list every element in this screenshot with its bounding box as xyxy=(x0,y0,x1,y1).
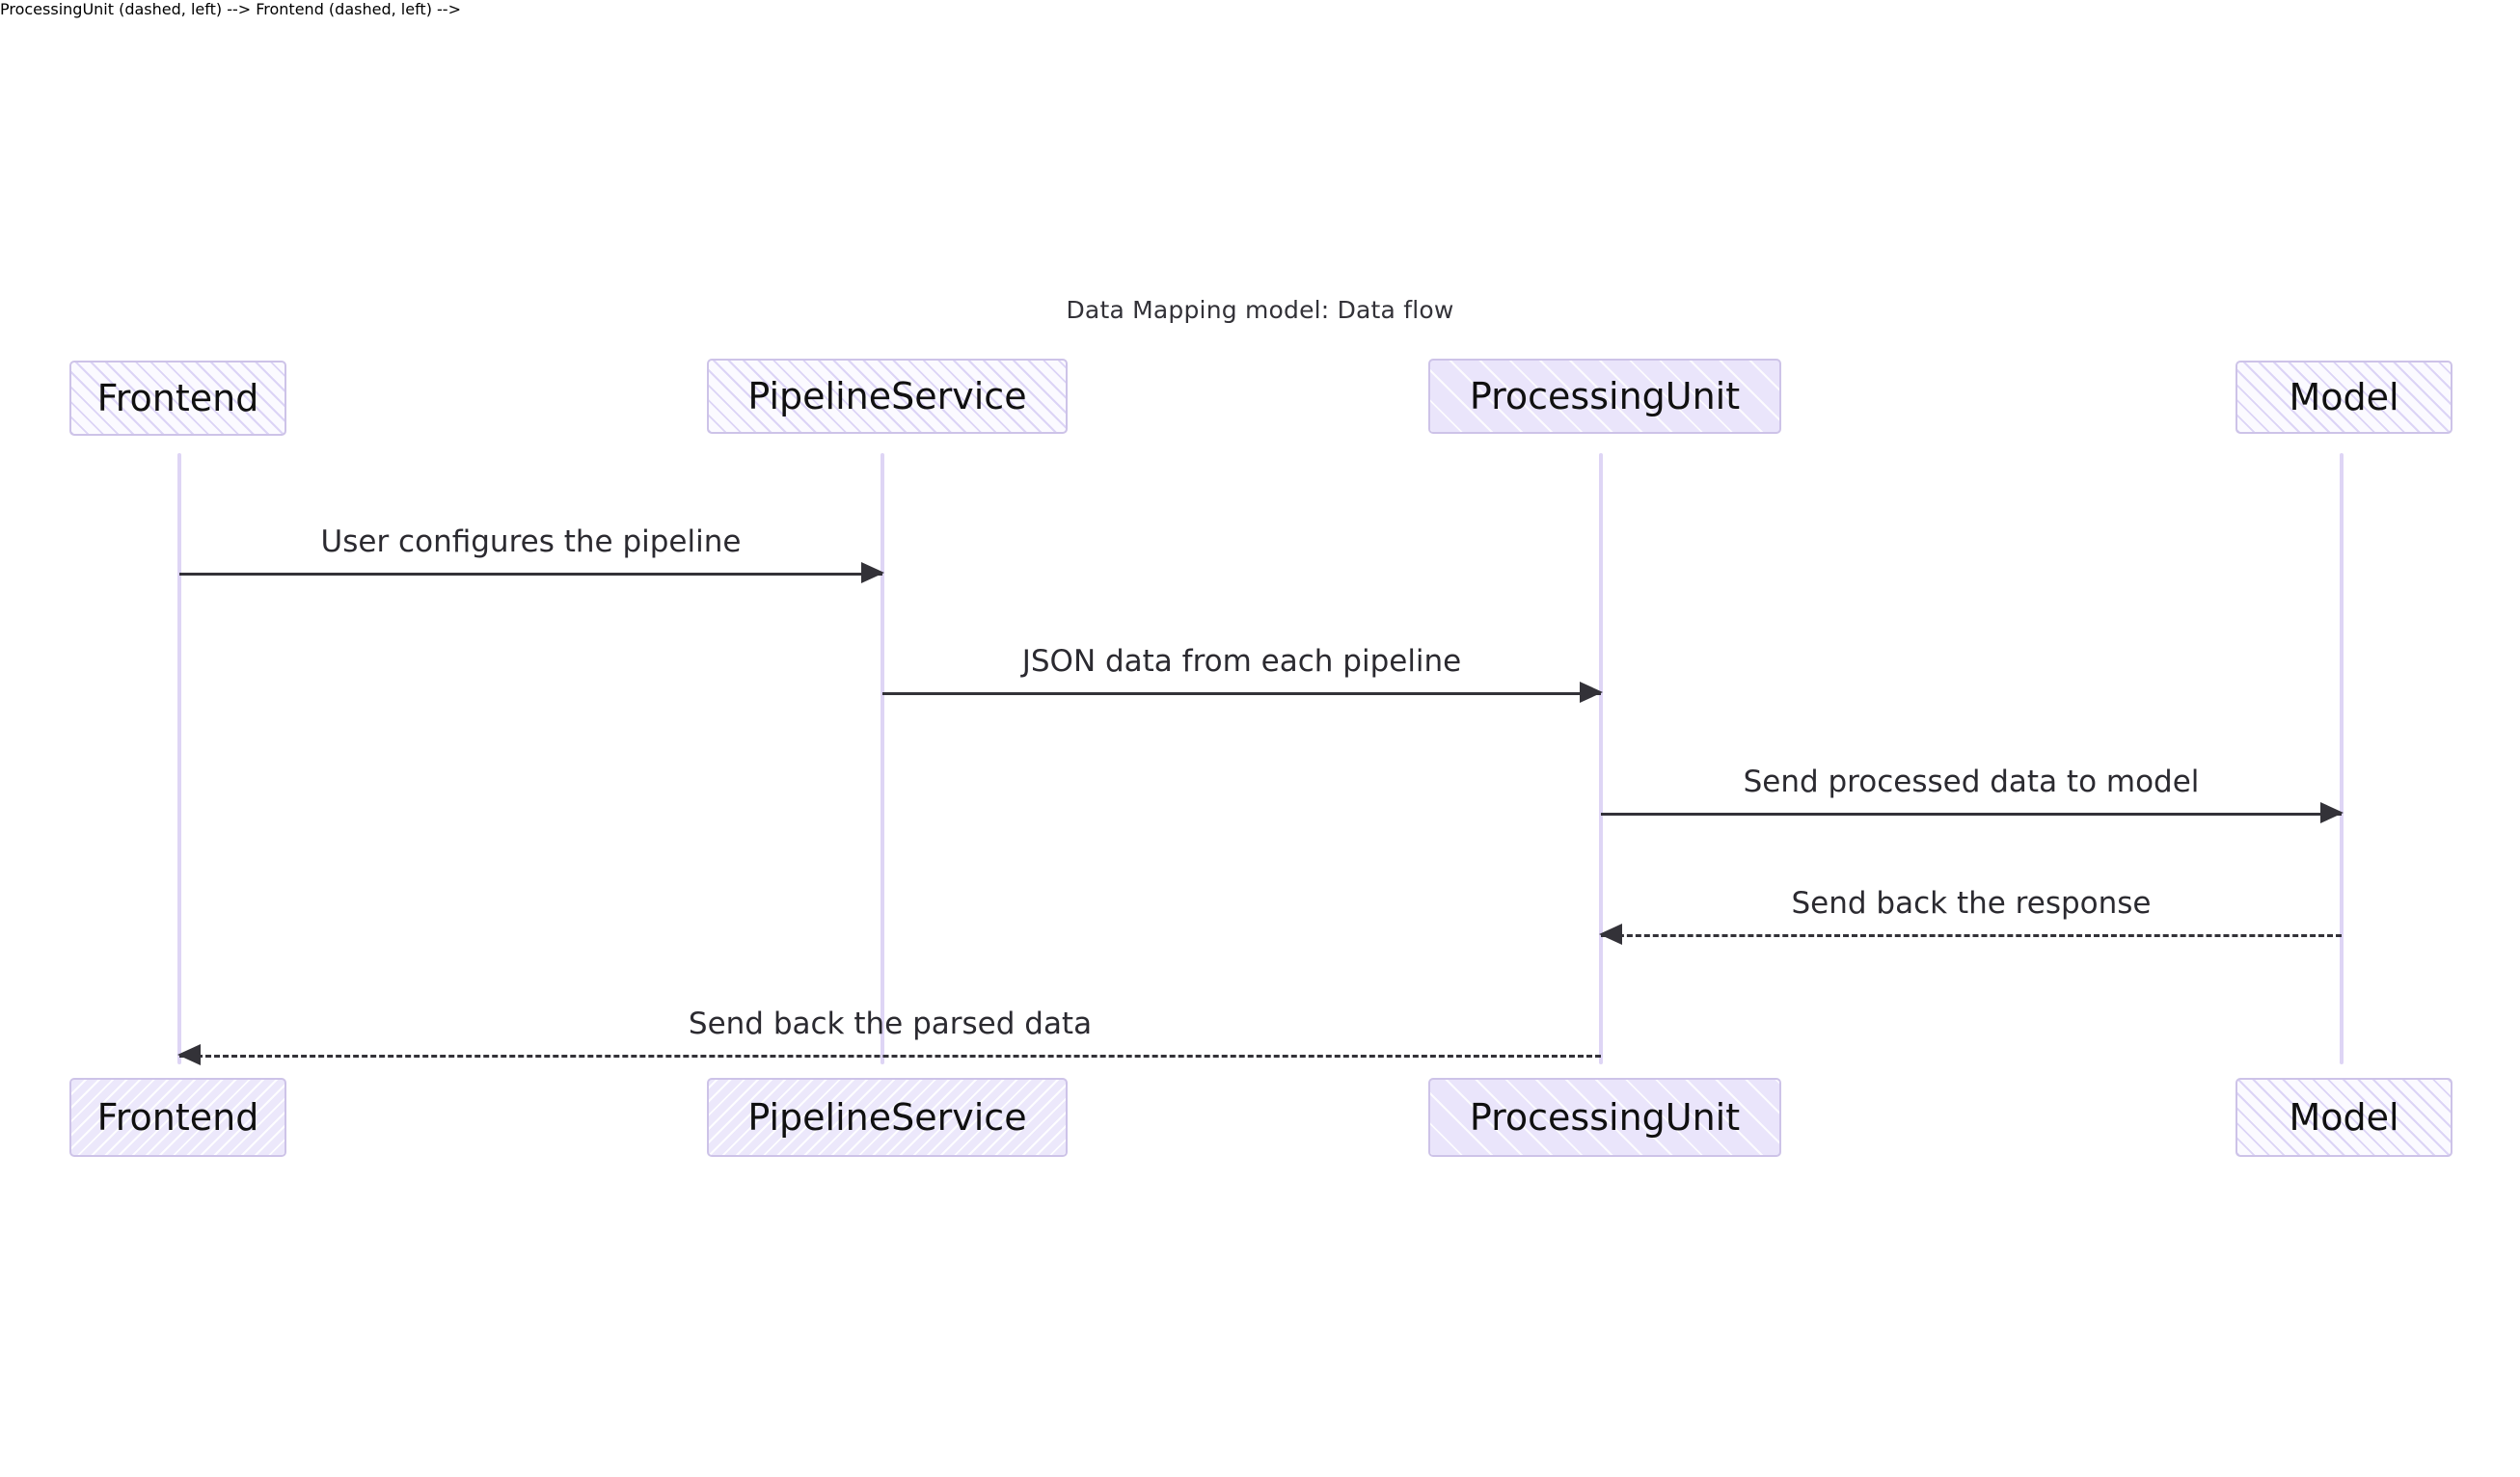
message-5-label: Send back the parsed data xyxy=(688,1007,1093,1041)
message-5-line xyxy=(179,1055,1601,1058)
message-3-label: Send processed data to model xyxy=(1743,765,2200,799)
diagram-title: Data Mapping model: Data flow xyxy=(1066,296,1454,324)
participant-label-pipelineservice-top: PipelineService xyxy=(747,375,1027,417)
arrow-head-right-icon xyxy=(2320,802,2344,823)
participant-label-frontend-bottom: Frontend xyxy=(96,1096,259,1139)
arrow-head-right-icon xyxy=(861,562,884,583)
participant-label-model-top: Model xyxy=(2289,376,2399,418)
message-1-label: User configures the pipeline xyxy=(320,524,742,559)
participant-label-pipelineservice-bottom: PipelineService xyxy=(747,1096,1027,1139)
message-3-line xyxy=(1601,813,2342,816)
participant-box-processingunit-bottom[interactable]: ProcessingUnit xyxy=(1428,1078,1781,1157)
participant-box-frontend-top[interactable]: Frontend xyxy=(69,361,286,436)
participant-box-pipelineservice-bottom[interactable]: PipelineService xyxy=(707,1078,1068,1157)
message-1-line xyxy=(179,573,882,576)
lifeline-model xyxy=(2340,453,2344,1064)
lifeline-processingunit xyxy=(1599,453,1603,1064)
participant-label-processingunit-top: ProcessingUnit xyxy=(1469,375,1741,417)
participant-box-model-bottom[interactable]: Model xyxy=(2235,1078,2452,1157)
lifeline-frontend xyxy=(177,453,181,1064)
lifeline-pipelineservice xyxy=(881,453,884,1064)
message-2-label: JSON data from each pipeline xyxy=(1021,644,1462,679)
message-4-label: Send back the response xyxy=(1791,886,2152,921)
participant-box-frontend-bottom[interactable]: Frontend xyxy=(69,1078,286,1157)
message-2-line xyxy=(882,692,1601,695)
participant-label-frontend-top: Frontend xyxy=(96,377,259,419)
participant-box-model-top[interactable]: Model xyxy=(2235,361,2452,434)
arrow-head-right-icon xyxy=(1580,682,1603,703)
arrow-head-left-icon xyxy=(1599,924,1622,945)
participant-box-processingunit-top[interactable]: ProcessingUnit xyxy=(1428,359,1781,434)
participant-label-model-bottom: Model xyxy=(2289,1096,2399,1139)
arrow-head-left-icon xyxy=(177,1044,201,1065)
message-4-line xyxy=(1601,934,2342,937)
participant-box-pipelineservice-top[interactable]: PipelineService xyxy=(707,359,1068,434)
participant-label-processingunit-bottom: ProcessingUnit xyxy=(1469,1096,1741,1139)
